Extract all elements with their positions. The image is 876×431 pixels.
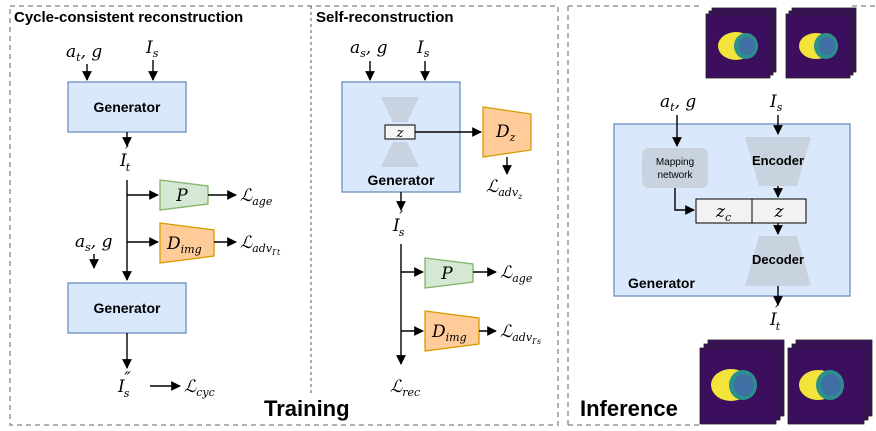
cycle-generator-2-label: Generator (94, 300, 161, 316)
self-z-label: z (396, 126, 404, 141)
inference-mapping-network (642, 148, 708, 188)
inference-zc-cell (695, 198, 753, 224)
inference-z-cell (751, 198, 807, 224)
cycle-p-label: P (175, 186, 188, 206)
self-encoder-shape (381, 97, 419, 122)
inference-z-label: z (774, 202, 785, 222)
self-l-age: ℒage (500, 263, 533, 285)
inference-zc-label: zc (715, 202, 731, 224)
self-title: Self-reconstruction (316, 9, 454, 26)
inference-input-ag: at, g (660, 92, 696, 114)
inference-mapping-line2: network (657, 170, 693, 181)
self-l-advz: ℒadvz (486, 177, 523, 201)
cycle-input-is: Is (145, 38, 159, 60)
inference-decoder-shape (745, 236, 811, 286)
inference-decoder-label: Decoder (752, 252, 804, 267)
self-dz-label: Dz (495, 122, 516, 144)
inference-input-image-stack-1 (705, 7, 777, 79)
cycle-dimg-block (159, 222, 215, 264)
inference-encoder-label: Encoder (752, 153, 804, 168)
cycle-l-adv: ℒadvI′t (240, 233, 281, 257)
self-is-prime: Is′ (392, 208, 405, 239)
inference-input-is: Is (769, 92, 783, 114)
cycle-as-g: as, g (75, 232, 113, 254)
cycle-p-block (159, 179, 209, 211)
self-input-is: Is (416, 38, 430, 60)
inference-input-image-stack-2 (785, 7, 857, 79)
inference-output-image-stack-2 (787, 339, 873, 425)
self-dimg-label: Dimg (431, 322, 467, 344)
cycle-it-prime: It′ (119, 143, 131, 174)
self-p-block (424, 257, 474, 289)
cycle-input-ag: at, g (66, 42, 102, 64)
cycle-l-age: ℒage (240, 186, 273, 208)
inference-generator-label: Generator (628, 275, 695, 291)
inference-title: Inference (580, 396, 678, 421)
inference-encoder-shape (745, 137, 811, 186)
self-decoder-shape (381, 142, 419, 167)
inference-mapping-line1: Mapping (656, 157, 694, 168)
self-dimg-block (424, 310, 480, 352)
self-p-label: P (440, 264, 453, 284)
inference-output: It′ (769, 302, 781, 333)
self-generator-label: Generator (368, 172, 435, 188)
cycle-generator-1-label: Generator (94, 99, 161, 115)
self-l-rec: ℒrec (390, 377, 420, 399)
cycle-l-cyc: ℒcyc (184, 377, 215, 399)
cycle-title: Cycle-consistent reconstruction (14, 9, 243, 26)
training-title: Training (264, 396, 350, 421)
inference-arrow-mapping-zc (674, 188, 695, 215)
training-frame (9, 5, 559, 426)
self-l-adv: ℒadvI′s (500, 322, 541, 346)
inference-output-image-stack-1 (699, 339, 785, 425)
cycle-is-dprime: Is″ (117, 369, 131, 400)
self-dz-block (482, 106, 532, 158)
self-input-ag: as, g (350, 38, 388, 60)
cycle-dimg-label: Dimg (166, 234, 202, 256)
